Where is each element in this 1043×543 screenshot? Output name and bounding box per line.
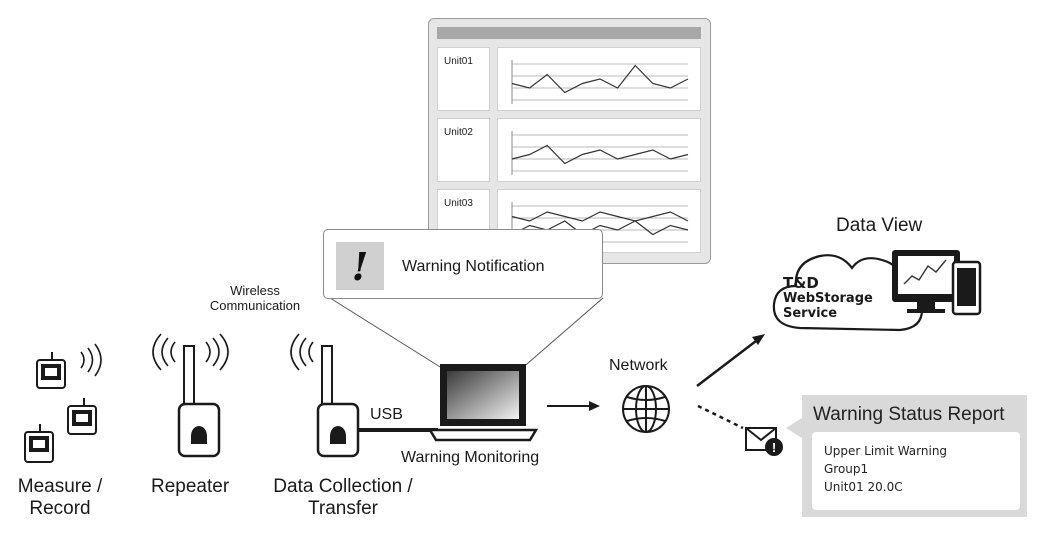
logger-icon	[36, 343, 102, 389]
data-view-label: Data View	[836, 215, 923, 236]
data-view-panel: Unit01 Unit02 Unit03	[428, 18, 711, 264]
report-body: Upper Limit Warning Group1 Unit01 20.0C	[812, 432, 1020, 510]
trend-line	[511, 144, 689, 165]
logger-icon	[24, 424, 54, 463]
repeater-icon	[152, 333, 229, 458]
unit-row: Unit01	[437, 47, 701, 111]
logger-icon	[67, 398, 97, 435]
report-title: Warning Status Report	[813, 404, 1005, 425]
warning-status-report: Warning Status Report Upper Limit Warnin…	[802, 395, 1027, 517]
wireless-label: Wireless Communication	[200, 283, 310, 314]
collection-line: Transfer	[307, 497, 379, 519]
svg-text:!: !	[772, 440, 776, 455]
measure-label: Measure / Record	[5, 476, 115, 520]
panel-header-bar	[437, 27, 701, 39]
unit-row: Unit02	[437, 118, 701, 182]
trend-line	[511, 211, 689, 222]
report-pointer	[786, 418, 802, 438]
report-line: Unit01 20.0C	[824, 480, 903, 494]
notification-label: Warning Notification	[402, 258, 545, 275]
projection-line-left	[329, 297, 446, 371]
phone-icon	[951, 260, 982, 316]
report-line: Group1	[824, 462, 869, 476]
warning-monitoring-label: Warning Monitoring	[401, 449, 540, 466]
collection-line: Data Collection /	[273, 476, 413, 497]
wireless-line: Wireless	[230, 283, 280, 298]
trend-line	[511, 220, 689, 236]
unit-chart	[497, 118, 701, 182]
sparkline	[511, 131, 689, 175]
arrow-to-network	[547, 401, 600, 411]
measure-line: Measure /	[17, 476, 103, 497]
unit-name: Unit02	[437, 118, 490, 182]
report-line: Upper Limit Warning	[824, 444, 948, 458]
mail-warning-icon: !	[745, 427, 783, 456]
network-label: Network	[609, 357, 668, 374]
projection-line-right	[519, 297, 604, 371]
arrow-to-data-view	[696, 334, 765, 387]
usb-label: USB	[370, 406, 403, 423]
repeater-label: Repeater	[151, 476, 230, 497]
trend-line	[511, 64, 689, 94]
dotted-line-to-mail	[697, 404, 744, 430]
laptop-icon	[427, 364, 539, 442]
cloud-line: WebStorage	[783, 291, 873, 306]
cloud-line: Service	[783, 306, 838, 321]
measure-line: Record	[29, 497, 91, 519]
wireless-line: Communication	[209, 297, 301, 313]
sparkline	[511, 60, 689, 104]
unit-name: Unit01	[437, 47, 490, 111]
cloud-line: T&D	[783, 274, 819, 292]
unit-chart	[497, 47, 701, 111]
collection-label: Data Collection / Transfer	[262, 476, 424, 520]
cloud-service-label: T&D WebStorage Service	[783, 274, 873, 322]
warning-notification-card: ! Warning Notification	[323, 229, 603, 299]
monitor-icon	[892, 250, 960, 313]
base-station-icon	[290, 333, 360, 458]
exclamation-icon: !	[336, 242, 384, 290]
globe-icon	[622, 385, 670, 433]
